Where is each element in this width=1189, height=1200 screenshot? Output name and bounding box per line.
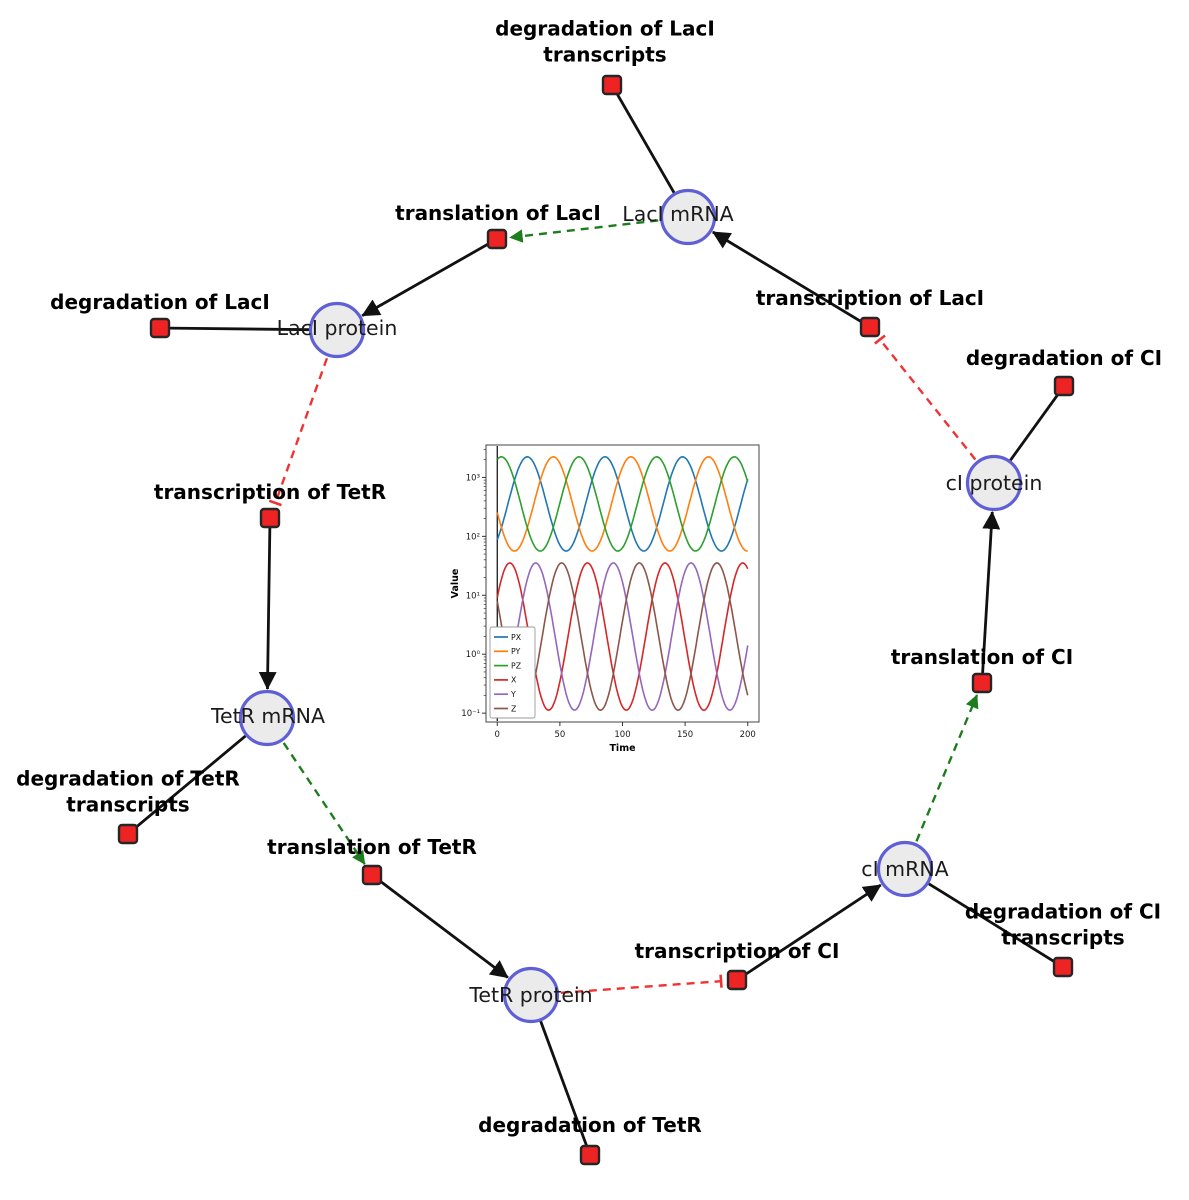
reaction-node-transl_tetr[interactable]	[361, 864, 383, 886]
series-Z	[496, 562, 749, 712]
reaction-node-txn_ci[interactable]	[726, 969, 748, 991]
x-tick-label: 150	[677, 730, 693, 740]
series-Y	[496, 562, 749, 712]
y-tick-label: 10¹	[466, 591, 480, 601]
reaction-node-deg_laci_tx[interactable]	[601, 74, 623, 96]
y-tick-label: 10²	[466, 532, 480, 542]
reaction-node-deg_tetr_tx[interactable]	[117, 823, 139, 845]
edge-modifier-tetr_mrna-to-transl_tetr	[282, 742, 366, 865]
y-tick-label: 10⁻¹	[461, 709, 480, 719]
y-axis-label: Value	[450, 569, 461, 599]
reaction-node-deg_tetr[interactable]	[579, 1144, 601, 1166]
edge-consumption-ci_protein-to-deg_ci	[1009, 392, 1060, 462]
reaction-node-deg_ci[interactable]	[1053, 375, 1075, 397]
edge-production-txn_tetr-to-tetr_mrna	[258, 527, 277, 690]
edge-production-transl_ci-to-ci_protein	[981, 511, 1001, 674]
edge-consumption-laci_mrna-to-deg_laci_tx	[615, 92, 676, 194]
reaction-node-txn_laci[interactable]	[859, 316, 881, 338]
x-axis-label: Time	[609, 743, 635, 754]
legend-label-Y: Y	[510, 690, 516, 699]
x-tick-label: 200	[740, 730, 756, 740]
edge-consumption-ci_mrna-to-deg_ci_tx	[928, 882, 1057, 964]
reaction-node-deg_ci_tx[interactable]	[1052, 956, 1074, 978]
species-node-tetr_mrna[interactable]	[238, 689, 296, 747]
species-node-laci_protein[interactable]	[308, 301, 366, 359]
edge-consumption-laci_protein-to-deg_laci	[168, 326, 310, 332]
series-X	[496, 562, 749, 712]
legend-label-X: X	[511, 676, 517, 685]
x-tick-label: 0	[495, 730, 500, 740]
edge-consumption-tetr_protein-to-deg_tetr	[539, 1020, 589, 1148]
reaction-node-transl_laci[interactable]	[486, 228, 508, 250]
reaction-node-transl_ci[interactable]	[971, 672, 993, 694]
edge-inhibition-ci_protein-to-txn_laci	[874, 334, 977, 461]
edge-production-transl_tetr-to-tetr_protein	[379, 879, 509, 979]
edge-production-txn_laci-to-laci_mrna	[712, 230, 863, 324]
series-PZ	[496, 455, 749, 552]
species-node-ci_protein[interactable]	[965, 454, 1023, 512]
legend-box	[489, 626, 536, 719]
series-PX	[496, 455, 749, 552]
legend-label-PZ: PZ	[511, 661, 521, 670]
legend-label-Z: Z	[511, 704, 516, 713]
y-tick-label: 10³	[466, 473, 480, 483]
legend-label-PY: PY	[511, 647, 521, 656]
edge-modifier-ci_mrna-to-transl_ci	[915, 694, 979, 842]
species-node-tetr_protein[interactable]	[502, 966, 560, 1024]
species-node-ci_mrna[interactable]	[876, 840, 934, 898]
edge-modifier-laci_mrna-to-transl_laci	[509, 219, 659, 243]
edge-production-txn_ci-to-ci_mrna	[744, 883, 882, 976]
edge-consumption-tetr_mrna-to-deg_tetr_tx	[134, 734, 247, 830]
species-node-laci_mrna[interactable]	[659, 188, 717, 246]
legend-label-PX: PX	[511, 633, 522, 642]
edge-inhibition-laci_protein-to-txn_tetr	[268, 357, 329, 507]
y-tick-label: 10⁰	[466, 650, 481, 660]
edge-production-transl_laci-to-laci_protein	[361, 242, 489, 317]
x-tick-label: 100	[614, 730, 630, 740]
x-tick-label: 50	[554, 730, 565, 740]
reaction-node-txn_tetr[interactable]	[259, 507, 281, 529]
edge-inhibition-tetr_protein-to-txn_ci	[560, 974, 723, 995]
reaction-node-deg_laci[interactable]	[149, 317, 171, 339]
series-PY	[496, 455, 748, 552]
